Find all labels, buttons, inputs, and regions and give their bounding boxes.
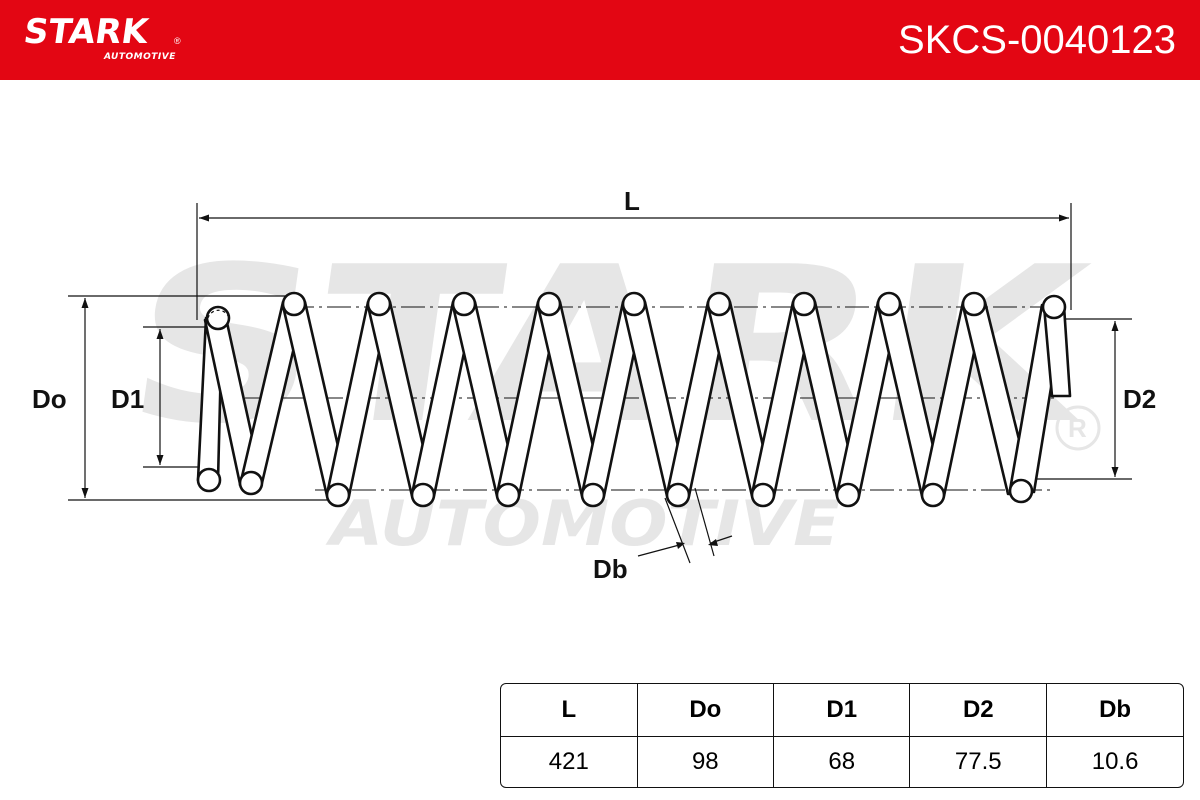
spec-value-L: 421 [501,737,638,787]
label-D2: D2 [1123,384,1156,414]
hidden-coil-lines [207,306,1066,492]
label-Db: Db [593,554,628,584]
spec-value-Do: 98 [638,737,775,787]
spec-value-D1: 68 [774,737,911,787]
spec-header-D2: D2 [910,684,1048,737]
spec-header-Db: Db [1047,684,1183,737]
label-Do: Do [32,384,67,414]
header-bar: STARK ® AUTOMOTIVE SKCS-0040123 [0,0,1200,80]
spring-diagram: STARK AUTOMOTIVE R [32,186,1156,584]
spec-header-L: L [501,684,638,737]
spec-value-Db: 10.6 [1091,748,1139,775]
svg-text:R: R [1068,413,1087,443]
spec-header-D1: D1 [774,684,911,737]
spec-table: L Do D1 D2 Db 421 98 68 77.5 10.6 [500,683,1184,788]
registered-mark-icon: ® [174,36,181,46]
label-L: L [624,186,640,216]
spec-table-header-row: L Do D1 D2 Db [501,684,1183,737]
watermark-registered-icon: R [1055,405,1101,451]
label-D1: D1 [111,384,144,414]
stark-logo: STARK ® AUTOMOTIVE [21,12,180,62]
dimension-arrows [81,214,1119,549]
spec-table-value-row: 421 98 68 77.5 10.6 [501,737,1183,787]
logo-sub: AUTOMOTIVE [104,52,176,62]
spec-header-Do: Do [637,684,775,737]
part-number: SKCS-0040123 [898,18,1176,62]
spec-value-D2: 77.5 [910,737,1048,787]
logo-brand: STARK [21,12,151,52]
